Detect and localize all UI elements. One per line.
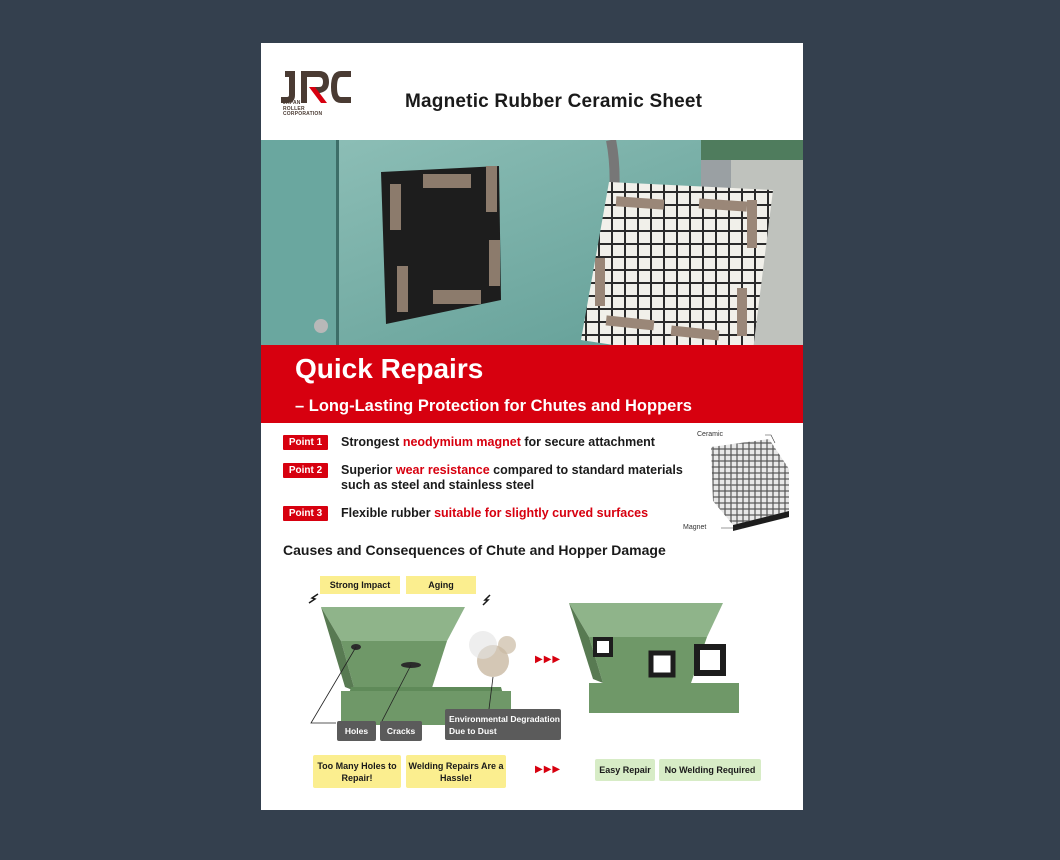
tag-cracks: Cracks — [380, 721, 422, 741]
arrow-icon: ▶▶▶ — [535, 654, 562, 665]
headline-banner: Quick Repairs – Long-Lasting Protection … — [261, 345, 803, 423]
diagram-label-ceramic: Ceramic — [697, 431, 724, 438]
tag-holes: Holes — [337, 721, 376, 741]
damaged-hopper — [308, 593, 516, 725]
tag-dust: Environmental Degradation Due to Dust — [445, 709, 561, 740]
ceramic-sheet — [581, 182, 773, 346]
logo-wordmark: JAPAN ROLLER CORPORATION — [283, 100, 323, 118]
repaired-hopper — [569, 603, 739, 713]
tag-strong-impact: Strong Impact — [320, 576, 400, 594]
logo-line: CORPORATION — [283, 111, 323, 117]
subheadline: – Long-Lasting Protection for Chutes and… — [295, 397, 692, 415]
logo-line: JAPAN — [283, 100, 301, 106]
tag-no-welding: No Welding Required — [659, 759, 761, 781]
section-title: Causes and Consequences of Chute and Hop… — [283, 542, 666, 558]
rubber-sheet — [381, 166, 501, 324]
point-text: Superior wear resistance compared to sta… — [341, 463, 683, 492]
product-photo — [261, 140, 803, 346]
page-title: Magnetic Rubber Ceramic Sheet — [405, 91, 703, 112]
sheet-diagram: Ceramic Magnet — [683, 425, 801, 535]
tag-problem-welding: Welding Repairs Are a Hassle! — [406, 755, 506, 788]
point-text: Flexible rubber suitable for slightly cu… — [341, 506, 649, 520]
diagram-label-magnet: Magnet — [683, 524, 707, 531]
headline: Quick Repairs — [295, 353, 484, 384]
tag-aging: Aging — [406, 576, 476, 594]
arrow-icon: ▶▶▶ — [535, 764, 562, 775]
tag-easy-repair: Easy Repair — [595, 759, 655, 781]
point-text: Strongest neodymium magnet for secure at… — [341, 435, 655, 449]
point-badge: Point 2 — [283, 463, 328, 478]
jrc-logo — [281, 71, 351, 103]
tag-problem-holes: Too Many Holes to Repair! — [313, 755, 401, 788]
brochure-page: JAPAN ROLLER CORPORATION Magnetic Rubber… — [261, 43, 803, 810]
logo-line: ROLLER — [283, 105, 305, 112]
point-badge: Point 1 — [283, 435, 328, 450]
point-badge: Point 3 — [283, 506, 328, 521]
hopper-illustration — [308, 593, 739, 725]
